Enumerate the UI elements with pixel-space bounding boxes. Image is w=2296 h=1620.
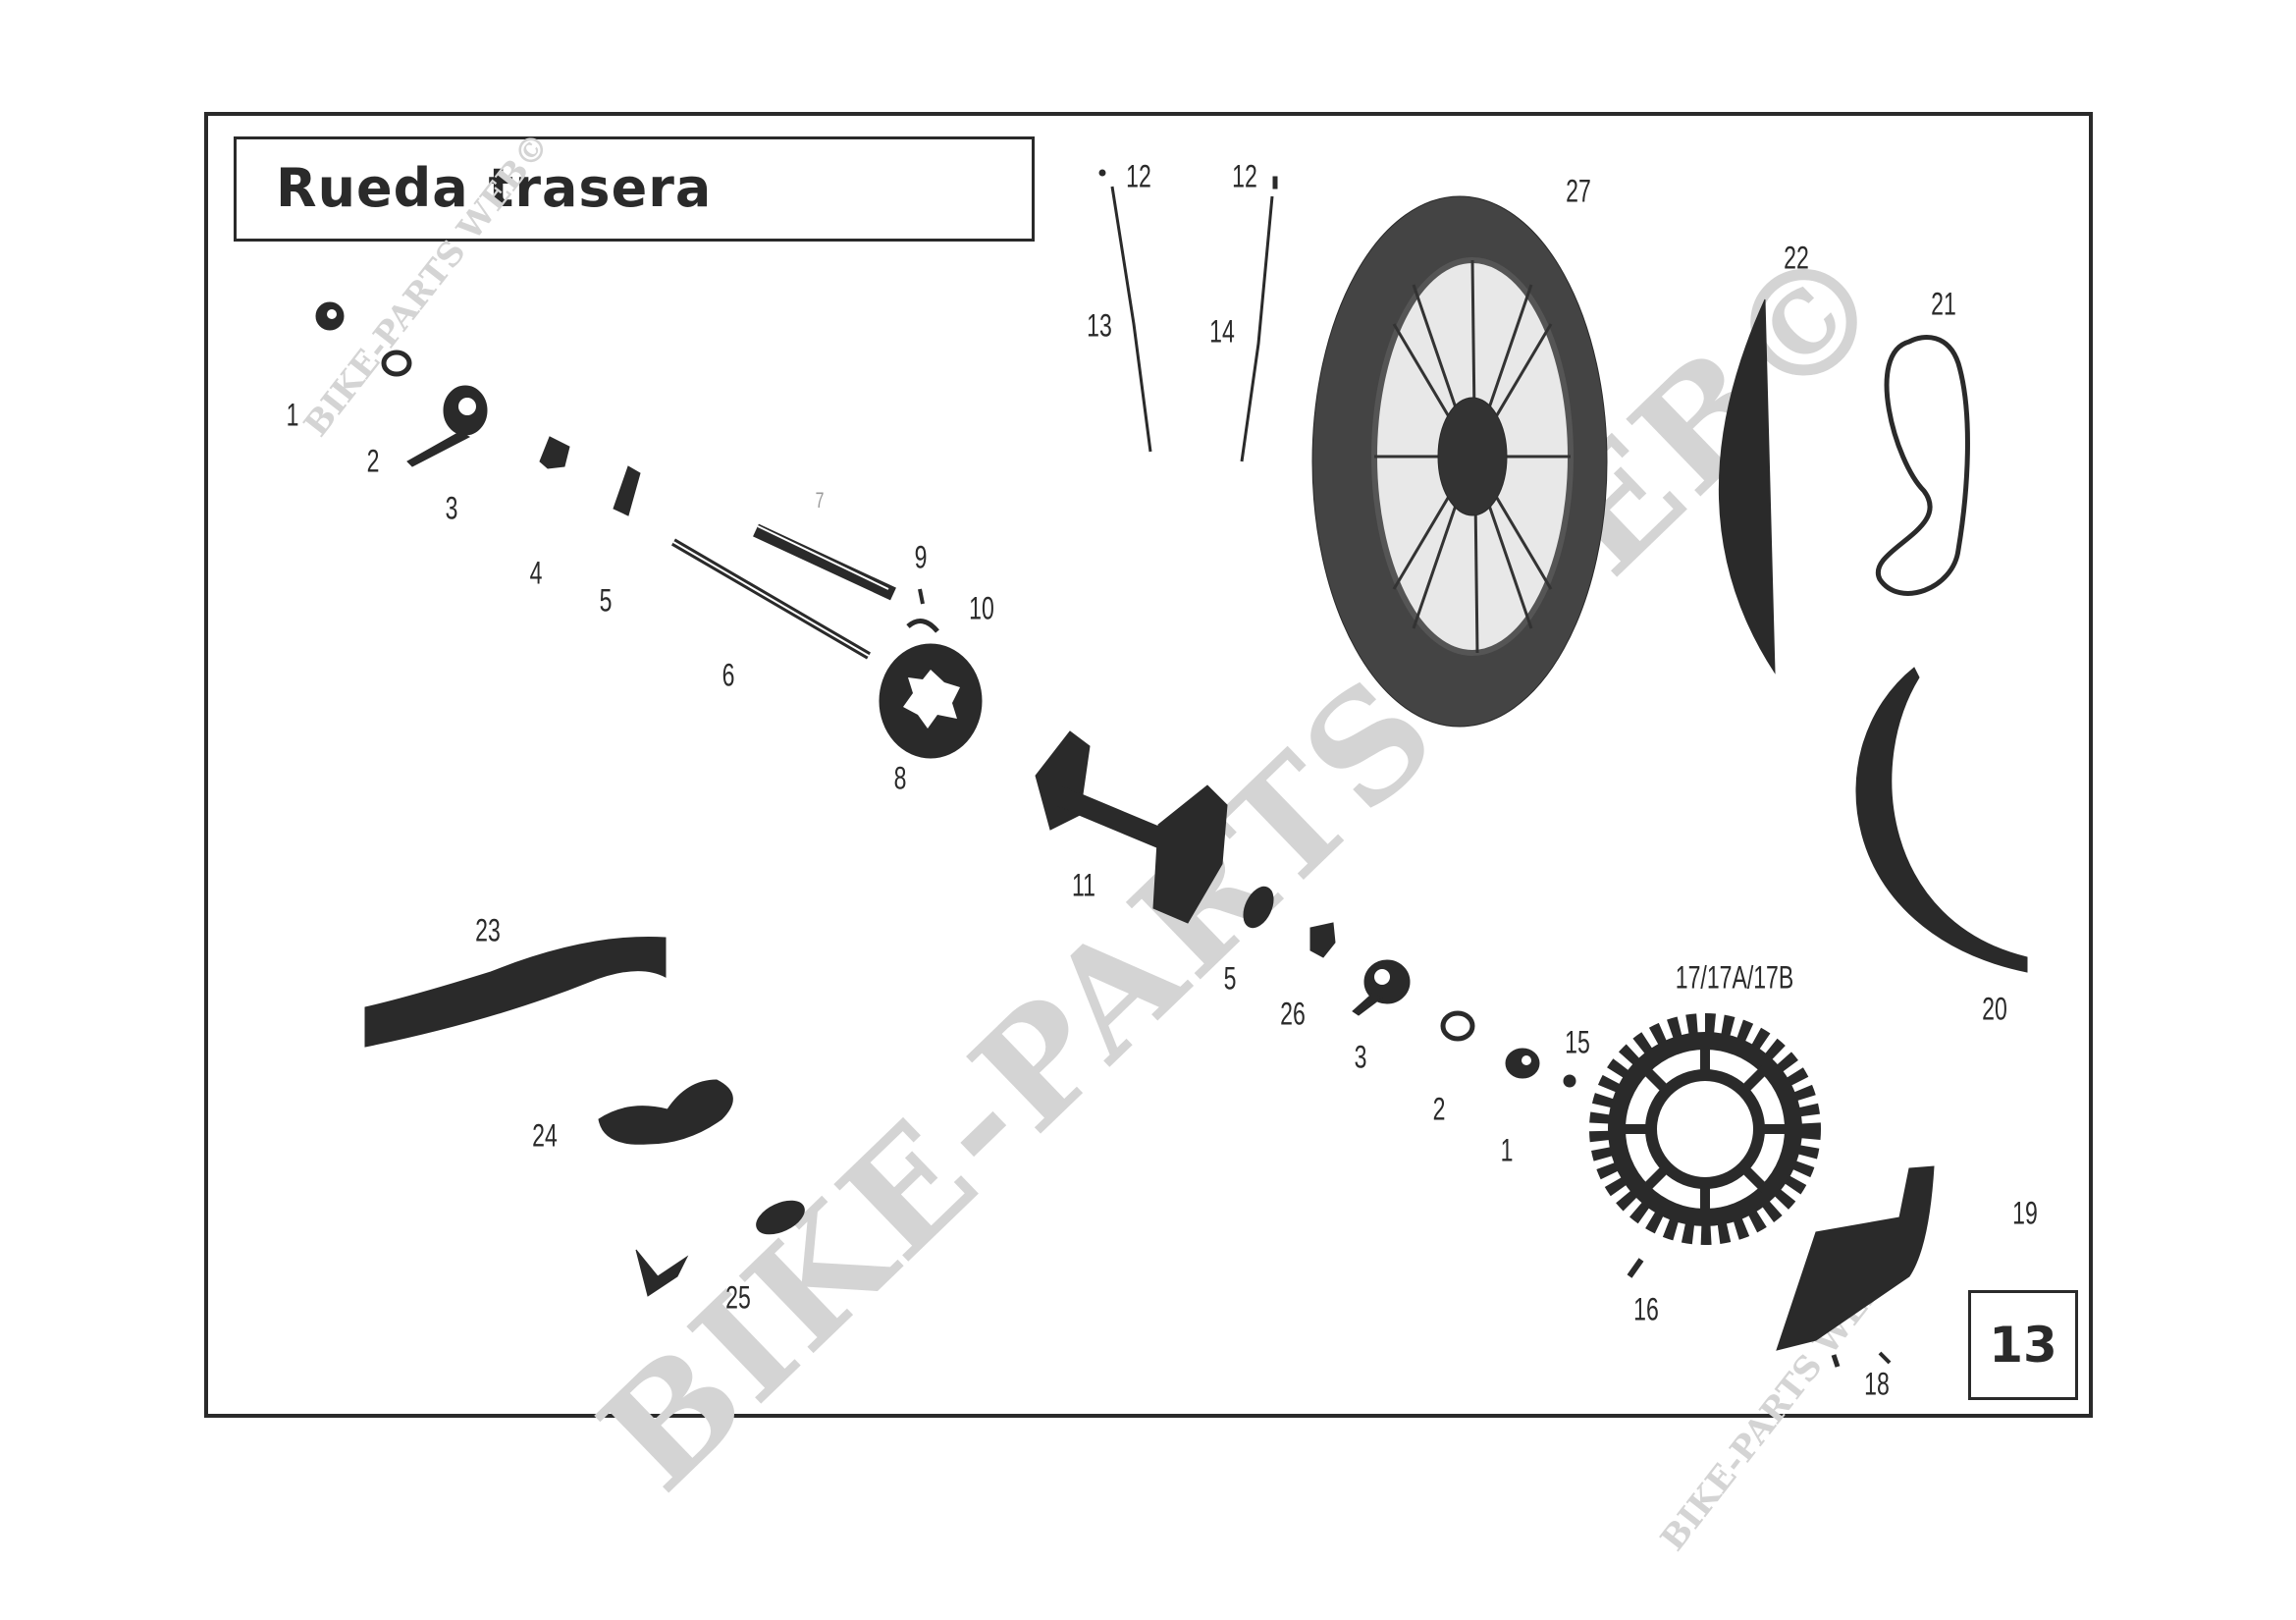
- spoke-icon[interactable]: [1110, 186, 1152, 453]
- callout-2b[interactable]: 2: [1432, 1091, 1446, 1127]
- callout-16[interactable]: 16: [1633, 1291, 1659, 1327]
- callout-15[interactable]: 15: [1565, 1024, 1590, 1060]
- screw-icon[interactable]: [1831, 1354, 1841, 1368]
- callout-23[interactable]: 23: [475, 912, 501, 948]
- callout-18[interactable]: 18: [1864, 1366, 1890, 1402]
- callout-6[interactable]: 6: [721, 657, 735, 693]
- callout-1b[interactable]: 1: [1500, 1132, 1514, 1168]
- callout-14[interactable]: 14: [1209, 313, 1235, 350]
- chain-link-icon[interactable]: [598, 1079, 733, 1145]
- bearing-icon[interactable]: [1238, 883, 1279, 933]
- spoke-icon[interactable]: [1240, 195, 1274, 462]
- callout-4[interactable]: 4: [529, 555, 543, 591]
- callout-17[interactable]: 17/17A/17B: [1675, 959, 1794, 996]
- spoke-nipple-icon[interactable]: [1098, 169, 1106, 177]
- callout-12b[interactable]: 12: [1232, 158, 1257, 194]
- master-link-icon[interactable]: [635, 1194, 809, 1297]
- callout-3[interactable]: 3: [445, 490, 458, 526]
- callout-25[interactable]: 25: [725, 1279, 751, 1316]
- chain-adjuster-icon[interactable]: [1352, 959, 1411, 1016]
- callout-21[interactable]: 21: [1931, 286, 1956, 322]
- callout-27[interactable]: 27: [1566, 173, 1591, 209]
- screw-icon[interactable]: [1878, 1351, 1892, 1365]
- callout-1[interactable]: 1: [286, 397, 299, 433]
- sprocket-guard-icon[interactable]: [1776, 1165, 1935, 1351]
- page-number: 13: [1989, 1317, 2057, 1374]
- nut-icon[interactable]: [1563, 1074, 1576, 1088]
- spacer-tube-icon[interactable]: [753, 523, 896, 601]
- hub-icon[interactable]: [1035, 730, 1228, 924]
- bearing-icon[interactable]: [613, 465, 641, 516]
- callout-12a[interactable]: 12: [1126, 158, 1151, 194]
- spoke-nipple-icon[interactable]: [1272, 176, 1278, 189]
- callout-7[interactable]: 7: [815, 488, 825, 513]
- callout-19[interactable]: 19: [2012, 1195, 2038, 1231]
- callout-22[interactable]: 22: [1784, 240, 1809, 276]
- rim-band-icon[interactable]: [1875, 334, 1970, 596]
- title-box: Rueda trasera: [234, 136, 1035, 242]
- spacer-icon[interactable]: [1309, 922, 1336, 958]
- diagram-frame: [204, 112, 2093, 1418]
- page-number-box: 13: [1968, 1290, 2078, 1400]
- callout-10[interactable]: 10: [969, 590, 994, 626]
- washer-icon[interactable]: [381, 350, 412, 377]
- nut-icon[interactable]: [315, 301, 345, 331]
- callout-2[interactable]: 2: [366, 443, 380, 479]
- diagram-title: Rueda trasera: [276, 157, 713, 219]
- bolt-icon[interactable]: [918, 588, 925, 605]
- tyre-icon[interactable]: [1718, 298, 1776, 675]
- callout-5[interactable]: 5: [599, 582, 613, 619]
- callout-9[interactable]: 9: [914, 539, 928, 575]
- bolt-icon[interactable]: [1627, 1258, 1644, 1278]
- callout-24[interactable]: 24: [532, 1117, 558, 1154]
- axle-icon[interactable]: [670, 538, 872, 660]
- callout-3b[interactable]: 3: [1354, 1039, 1367, 1075]
- spacer-icon[interactable]: [539, 436, 570, 469]
- callout-20[interactable]: 20: [1982, 991, 2007, 1027]
- washer-icon[interactable]: [1440, 1010, 1475, 1042]
- rim-icon[interactable]: [1855, 667, 2028, 973]
- sprocket-icon[interactable]: [1589, 1013, 1821, 1245]
- chain-adjuster-icon[interactable]: [406, 385, 488, 467]
- lock-plate-icon[interactable]: [906, 619, 939, 633]
- callout-26[interactable]: 26: [1280, 996, 1306, 1032]
- complete-wheel-icon[interactable]: [1311, 195, 1608, 728]
- callout-5b[interactable]: 5: [1223, 960, 1237, 997]
- callout-8[interactable]: 8: [893, 760, 907, 796]
- brake-disc-icon[interactable]: [879, 643, 983, 759]
- callout-11[interactable]: 11: [1072, 867, 1095, 903]
- chain-icon[interactable]: [364, 936, 667, 1048]
- nut-icon[interactable]: [1505, 1048, 1540, 1079]
- callout-13[interactable]: 13: [1087, 307, 1112, 344]
